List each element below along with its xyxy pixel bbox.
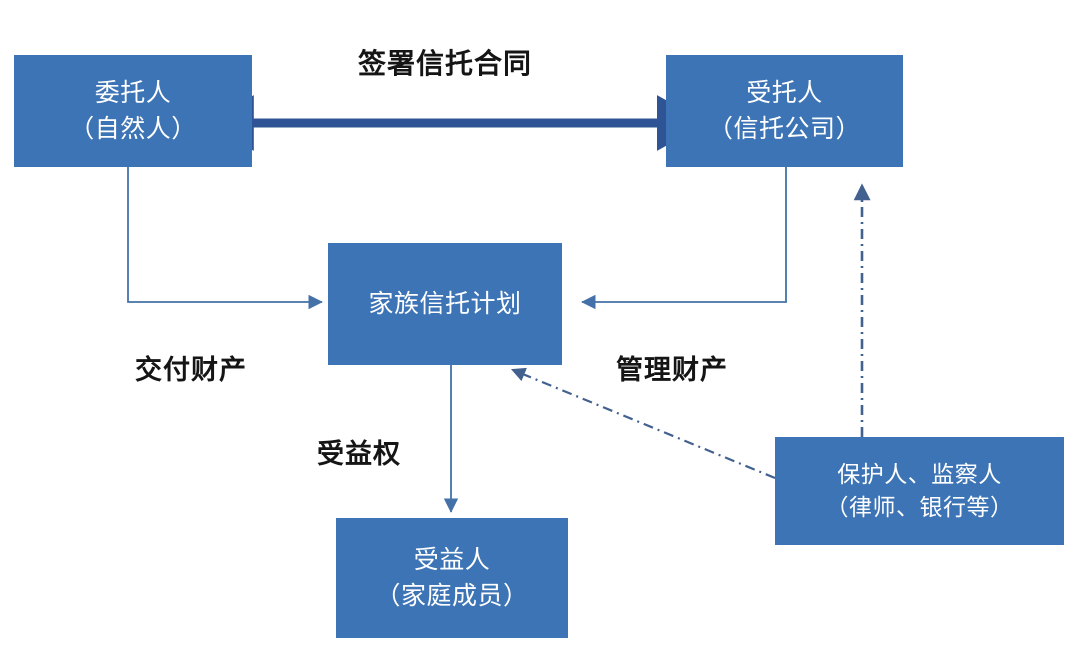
node-trustee[interactable]: 受托人 （信托公司） <box>666 55 903 167</box>
node-trust-plan[interactable]: 家族信托计划 <box>328 243 562 365</box>
node-beneficiary-line-1: 受益人 <box>413 545 491 574</box>
edge-label-beneficial-right: 受益权 <box>317 439 401 469</box>
node-trustee-line-2: （信托公司） <box>707 115 861 143</box>
node-trust-plan-line-1: 家族信托计划 <box>368 289 522 318</box>
edge-label-manage-property: 管理财产 <box>616 355 728 385</box>
connector-trustee-to-trust-plan <box>581 167 787 310</box>
connector-settlor-to-trust-plan <box>127 167 323 310</box>
node-beneficiary[interactable]: 受益人 （家庭成员） <box>336 518 568 638</box>
edge-label-deliver-property: 交付财产 <box>135 355 247 385</box>
node-trustee-line-1: 受托人 <box>746 78 823 107</box>
node-protector[interactable]: 保护人、监察人 （律师、银行等） <box>775 437 1064 545</box>
node-settlor-line-2: （自然人） <box>69 115 197 143</box>
node-settlor[interactable]: 委托人 （自然人） <box>14 55 252 167</box>
edge-label-sign-contract: 签署信托合同 <box>358 48 533 79</box>
node-settlor-line-1: 委托人 <box>94 78 172 107</box>
node-beneficiary-line-2: （家庭成员） <box>375 582 529 610</box>
node-protector-line-1: 保护人、监察人 <box>837 460 1002 487</box>
node-protector-line-2: （律师、银行等） <box>825 494 1014 520</box>
